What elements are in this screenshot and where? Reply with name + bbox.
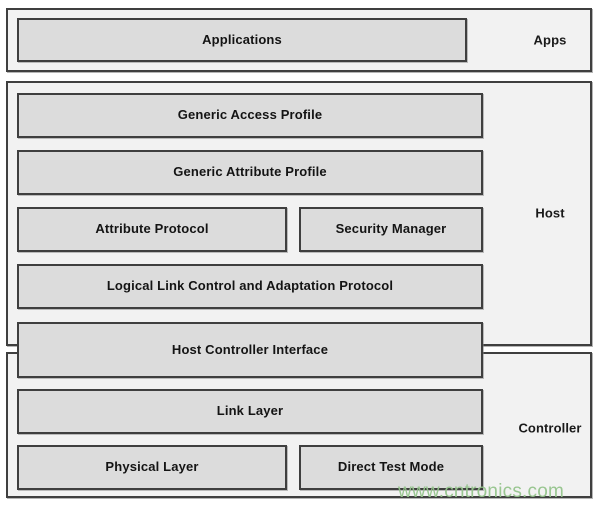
block-security-manager: Security Manager bbox=[299, 207, 483, 252]
block-host-controller-interface: Host Controller Interface bbox=[17, 322, 483, 378]
block-label-host-controller-interface: Host Controller Interface bbox=[171, 341, 329, 357]
block-label-applications: Applications bbox=[202, 31, 282, 47]
block-generic-access-profile: Generic Access Profile bbox=[17, 93, 483, 138]
block-direct-test-mode: Direct Test Mode bbox=[299, 445, 483, 490]
block-label-direct-test-mode: Direct Test Mode bbox=[337, 459, 445, 475]
block-link-layer: Link Layer bbox=[17, 389, 483, 434]
block-label-generic-attribute-profile: Generic Attribute Profile bbox=[173, 164, 327, 180]
block-physical-layer: Physical Layer bbox=[17, 445, 287, 490]
block-label-link-layer: Link Layer bbox=[216, 403, 284, 419]
block-label-physical-layer: Physical Layer bbox=[105, 459, 199, 475]
block-attribute-protocol: Attribute Protocol bbox=[17, 207, 287, 252]
block-label-security-manager: Security Manager bbox=[335, 221, 447, 237]
group-label-apps: Apps bbox=[533, 32, 567, 48]
block-label-generic-access-profile: Generic Access Profile bbox=[177, 107, 323, 123]
group-label-controller: Controller bbox=[518, 420, 582, 436]
block-generic-attribute-profile: Generic Attribute Profile bbox=[17, 150, 483, 195]
block-label-l2cap: Logical Link Control and Adaptation Prot… bbox=[106, 278, 394, 294]
block-applications: Applications bbox=[17, 18, 467, 62]
group-label-host: Host bbox=[535, 205, 565, 221]
block-label-attribute-protocol: Attribute Protocol bbox=[95, 221, 209, 237]
block-l2cap: Logical Link Control and Adaptation Prot… bbox=[17, 264, 483, 309]
